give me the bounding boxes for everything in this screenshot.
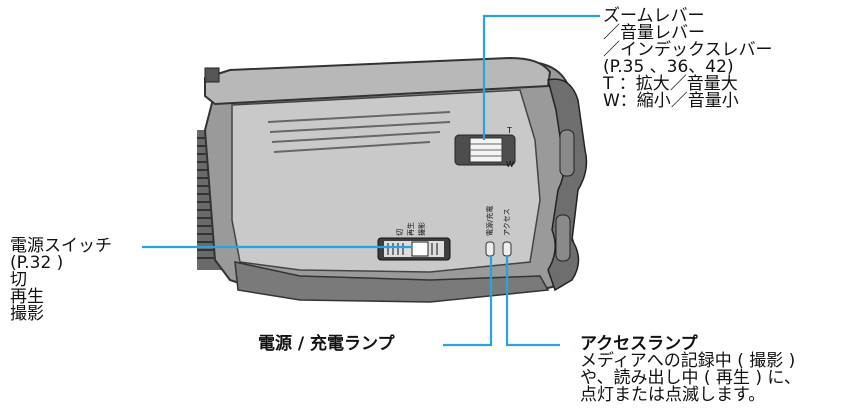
top-cover: [204, 56, 552, 106]
power-switch[interactable]: [377, 237, 451, 261]
zoom-w-mark: W: [506, 160, 514, 169]
leader-power-lamp: [443, 255, 493, 347]
grip-button-top: [559, 129, 575, 177]
svg-text:再生: 再生: [406, 222, 415, 236]
access-lamp-title: アクセスランプ: [580, 334, 698, 354]
zoom-lever[interactable]: T W: [454, 126, 516, 169]
leader-lines: [142, 14, 600, 347]
zoom-lever-label: ズームレバー ／音量レバー ／インデックスレバー (P.35 、36、42) T…: [603, 8, 773, 110]
power-switch-opt-rec: 撮影: [10, 304, 44, 324]
zoom-lever-line2: ／音量レバー: [603, 23, 705, 43]
lamp-marks: 電源/充電 アクセス: [485, 206, 511, 236]
leader-access-lamp: [505, 255, 560, 347]
vent-slits: [267, 111, 451, 153]
switch-marks: 切 再生 撮影: [396, 222, 426, 236]
access-lamp-desc1: メディアへの記録中 ( 撮影 ): [580, 351, 796, 371]
access-lamp-desc2: や、読み出し中 ( 再生 ) に、: [580, 368, 801, 388]
leader-zoom: [482, 14, 600, 140]
access-lamp-led: [502, 241, 512, 257]
power-switch-opt-play: 再生: [10, 287, 44, 307]
top-hook: [204, 67, 220, 83]
access-lamp-desc3: 点灯または点滅します。: [580, 385, 766, 405]
power-switch-label: 電源スイッチ (P.32 ) 切 再生 撮影: [10, 238, 112, 323]
grip-button-bottom: [555, 214, 571, 262]
svg-text:電源/充電: 電源/充電: [485, 206, 494, 236]
bottom-strip: [234, 261, 550, 303]
zoom-lever-pages: (P.35 、36、42): [603, 57, 734, 77]
power-switch-page: (P.32 ): [10, 253, 64, 273]
power-lamp-led: [485, 241, 495, 257]
power-switch-title: 電源スイッチ: [10, 236, 112, 256]
access-lamp-label: アクセスランプ メディアへの記録中 ( 撮影 ) や、読み出し中 ( 再生 ) …: [580, 336, 801, 404]
zoom-lever-title: ズームレバー: [603, 6, 705, 26]
power-switch-opt-off: 切: [10, 270, 27, 290]
zoom-lever-line3: ／インデックスレバー: [603, 40, 773, 60]
zoom-t-mark: T: [506, 126, 512, 135]
svg-text:アクセス: アクセス: [503, 208, 511, 236]
power-lamp-label: 電源 / 充電ランプ: [258, 334, 395, 354]
zoom-lever-w-desc: W：縮小／音量小: [603, 91, 739, 111]
zoom-lever-t-desc: T ：拡大／音量大: [603, 74, 738, 94]
svg-text:切: 切: [396, 229, 404, 236]
svg-text:撮影: 撮影: [417, 222, 426, 236]
